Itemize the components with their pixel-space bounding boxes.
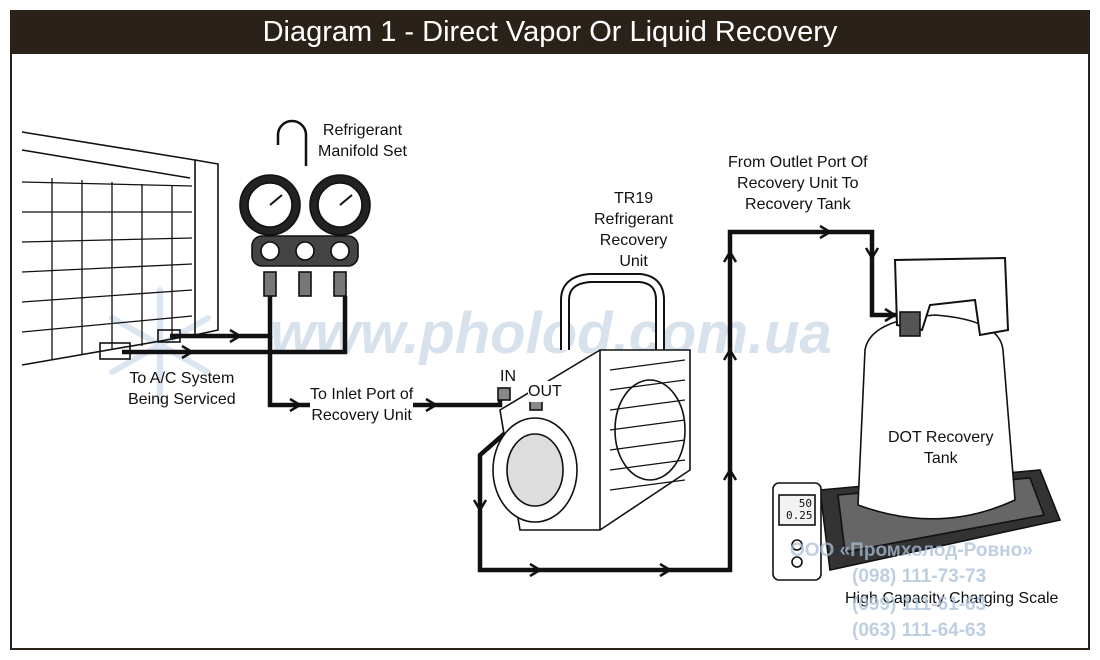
title-bar: Diagram 1 - Direct Vapor Or Liquid Recov…	[10, 10, 1090, 54]
charging-scale-display	[772, 482, 822, 581]
recovery-tank	[819, 256, 1062, 571]
label-inlet-line2: Recovery Unit	[311, 407, 412, 424]
diagram-title: Diagram 1 - Direct Vapor Or Liquid Recov…	[262, 16, 838, 48]
recovery-unit	[492, 273, 691, 531]
label-scale: High Capacity Charging Scale	[845, 590, 1059, 607]
label-recovery-unit-line1: TR19	[614, 190, 654, 207]
label-outlet: From Outlet Port Of Recovery Unit To Rec…	[728, 152, 868, 215]
ac-unit	[21, 131, 219, 366]
label-recovery-unit-line3: Recovery	[599, 232, 668, 249]
label-tank-line2: Tank	[923, 450, 958, 467]
scale-display-line2: 0.25	[786, 509, 813, 522]
watermark-company: ООО «Промхолод-Ровно»	[790, 540, 1033, 561]
label-outlet-line3: Recovery Tank	[745, 196, 851, 213]
label-recovery-unit: TR19 Refrigerant Recovery Unit	[594, 188, 673, 272]
label-manifold-line2: Manifold Set	[318, 143, 407, 160]
watermark-site: www.pholod.com.ua	[270, 301, 832, 366]
label-port-in: IN	[500, 366, 516, 387]
label-recovery-unit-line2: Refrigerant	[594, 211, 674, 228]
label-ac-system-line2: Being Serviced	[128, 391, 236, 408]
label-manifold-line1: Refrigerant	[322, 122, 403, 139]
label-ac-system: To A/C System Being Serviced	[128, 368, 236, 410]
label-outlet-line1: From Outlet Port Of	[728, 154, 868, 171]
label-ac-system-line1: To A/C System	[129, 370, 235, 387]
label-inlet-line1: To Inlet Port of	[310, 386, 414, 403]
label-manifold: Refrigerant Manifold Set	[318, 120, 407, 162]
watermark-phone-2: (099) 111-61-63	[852, 594, 987, 615]
label-inlet: To Inlet Port of Recovery Unit	[310, 384, 414, 426]
scale-display-line1: 50	[798, 497, 812, 510]
watermark-phone-1: (098) 111-73-73	[852, 566, 987, 587]
snowflake-watermark-icon	[109, 287, 211, 403]
label-tank: DOT Recovery Tank	[888, 427, 994, 469]
label-recovery-unit-line4: Unit	[619, 253, 648, 270]
manifold-gauge-set	[239, 119, 371, 297]
label-port-out: OUT	[528, 381, 562, 402]
scale-display-readout: 50 0.25	[786, 497, 813, 522]
watermark-phone-3: (063) 111-64-63	[852, 620, 987, 641]
flow-arrows	[181, 224, 898, 578]
label-outlet-line2: Recovery Unit To	[737, 175, 859, 192]
label-tank-line1: DOT Recovery	[888, 429, 994, 446]
